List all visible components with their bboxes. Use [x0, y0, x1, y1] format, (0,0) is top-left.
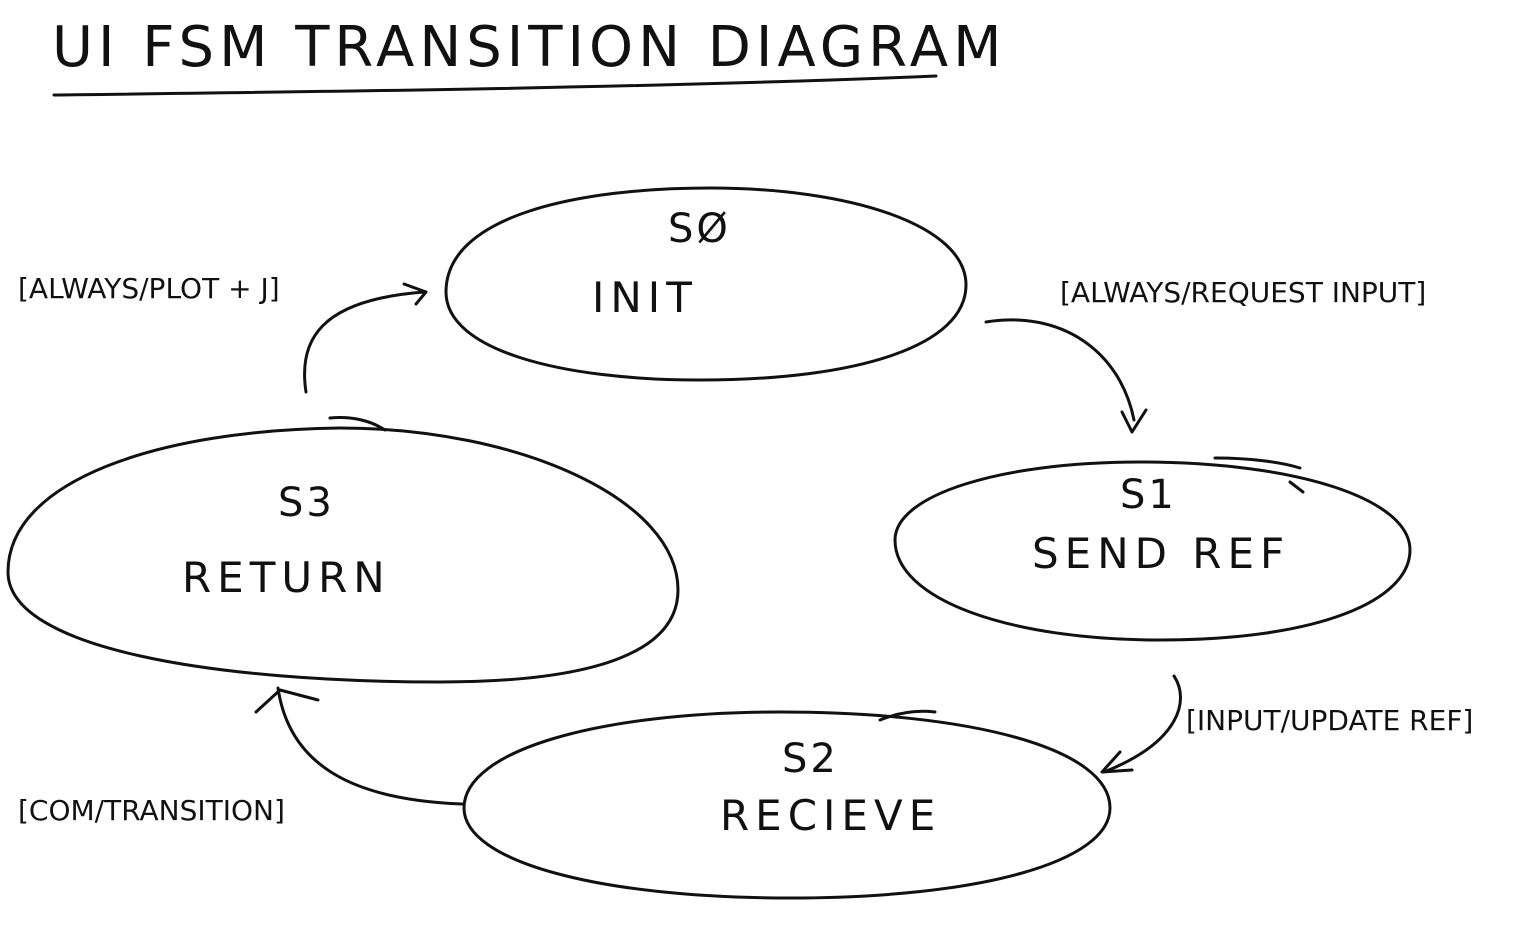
state-s1-name: SEND REF — [1032, 529, 1290, 578]
transition-s1-s2-arrow — [1102, 674, 1182, 774]
state-s2: S2 RECIEVE — [462, 709, 1112, 900]
state-s3-name: RETURN — [182, 553, 391, 602]
state-s3-id: S3 — [278, 480, 335, 526]
transition-s3-s0-arrow — [303, 290, 426, 394]
state-s3-ellipse — [6, 426, 680, 684]
state-s2-sketch-stroke — [878, 709, 937, 722]
transition-s1-s2-arrowhead — [1100, 750, 1134, 774]
state-s1-id: S1 — [1120, 472, 1177, 518]
transition-s2-s3-arrow — [276, 686, 464, 806]
state-s0: SØ INIT — [444, 186, 968, 382]
transition-s2-s3-arrowhead — [254, 688, 320, 714]
transition-s3-s0-label: [ALWAYS/PLOT + J] — [18, 272, 280, 305]
state-s3-sketch-stroke — [328, 416, 387, 432]
state-s3: S3 RETURN — [6, 416, 680, 684]
title-underline — [52, 74, 938, 97]
transition-s1-s2: [INPUT/UPDATE REF] — [1100, 674, 1473, 774]
diagram-title: UI FSM TRANSITION DIAGRAM — [52, 15, 1006, 80]
transition-s3-s0-arrowhead — [402, 282, 428, 306]
transition-s0-s1-label: [ALWAYS/REQUEST INPUT] — [1060, 276, 1426, 309]
state-s2-id: S2 — [782, 736, 839, 782]
state-s2-ellipse — [462, 710, 1112, 900]
state-s1: S1 SEND REF — [893, 456, 1412, 642]
transition-s3-s0: [ALWAYS/PLOT + J] — [18, 272, 428, 394]
transition-s2-s3-label: [COM/TRANSITION] — [18, 794, 285, 827]
transition-s1-s2-label: [INPUT/UPDATE REF] — [1186, 704, 1473, 737]
state-s0-ellipse — [444, 186, 968, 382]
state-s1-ellipse — [893, 460, 1412, 642]
transition-s0-s1: [ALWAYS/REQUEST INPUT] — [984, 276, 1426, 434]
transition-s2-s3: [COM/TRANSITION] — [18, 686, 464, 827]
state-s2-name: RECIEVE — [720, 791, 941, 840]
state-s0-name: INIT — [592, 273, 698, 322]
state-s1-sketch-stroke — [1213, 456, 1302, 470]
transition-s0-s1-arrow — [984, 318, 1136, 422]
state-s0-id: SØ — [668, 206, 731, 252]
state-s1-sketch-tick — [1288, 480, 1305, 494]
transition-s0-s1-arrowhead — [1120, 408, 1148, 434]
